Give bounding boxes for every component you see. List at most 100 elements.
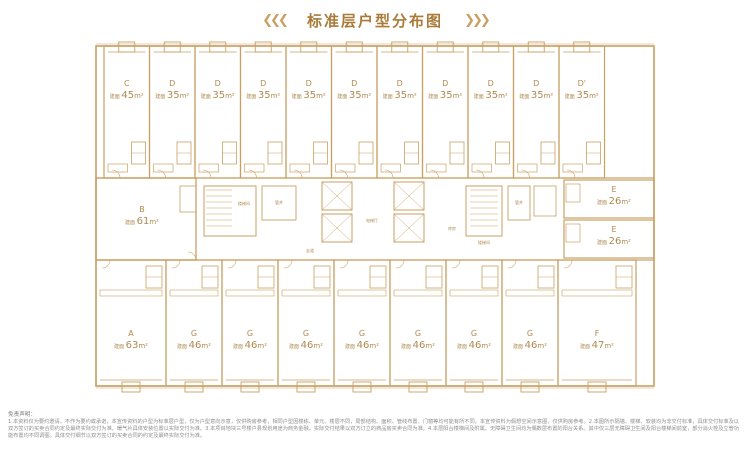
unit-top-6-door — [339, 169, 348, 179]
unit-bottom-9-area-label: 建面 47m² — [580, 340, 614, 351]
unit-top-5-balcony — [300, 41, 318, 53]
unit-bottom-2-door — [171, 259, 181, 269]
unit-top-9-balcony — [482, 41, 500, 53]
unit-top-8-door — [430, 169, 439, 179]
unit-bottom-6-wardrobe — [393, 289, 443, 297]
unit-top-6-area-label: 建面 35m² — [337, 90, 371, 101]
page-title: 标准层户型分布图 — [306, 12, 443, 30]
unit-top-1-wall — [103, 45, 151, 179]
unit-b-door — [187, 251, 197, 261]
unit-bottom-4-balcony — [296, 381, 316, 393]
unit-bottom-7-wardrobe — [449, 289, 499, 297]
unit-top-9-wall — [467, 45, 515, 179]
elevator-hall-label: 电梯厅 — [366, 217, 378, 223]
unit-top-11-counter — [562, 163, 583, 173]
unit-top-1-balcony — [118, 41, 136, 53]
unit-top-1-door — [111, 169, 121, 179]
unit-top-9-counter — [471, 163, 492, 173]
unit-bottom-3-type-label: G — [247, 329, 253, 338]
unit-top-6-counter — [335, 163, 356, 173]
unit-b-type-label: B — [139, 205, 145, 214]
disclaimer-title: 免责声明： — [8, 412, 36, 418]
unit-top-11-door — [566, 169, 576, 179]
elevator-4 — [393, 213, 425, 243]
unit-bottom-8-balcony — [520, 381, 540, 393]
unit-top-1-area-label: 建面 45m² — [110, 90, 144, 101]
unit-bottom-4-area-label: 建面 46m² — [289, 340, 323, 351]
unit-top-7-counter — [380, 163, 401, 173]
unit-top-5-door — [293, 169, 303, 179]
unit-top-3-area-label: 建面 35m² — [201, 90, 235, 101]
unit-top-4-type-label: D — [260, 79, 266, 88]
shaft-left — [261, 185, 297, 221]
unit-bottom-3-area-label: 建面 46m² — [233, 340, 267, 351]
elevator-2-x2 — [321, 213, 353, 243]
unit-bottom-4-type-label: G — [303, 329, 309, 338]
unit-top-1-counter — [107, 163, 128, 173]
unit-bottom-1-wardrobe — [99, 289, 163, 297]
header: ❮❮❮ 标准层户型分布图 ❯❯❯ — [0, 10, 750, 32]
storage-label: 库房 — [448, 225, 456, 231]
shaft-left-label: 管井 — [275, 199, 283, 205]
unit-top-5-area-label: 建面 35m² — [292, 90, 326, 101]
unit-bottom-8-type-label: G — [527, 329, 533, 338]
unit-top-10-balcony — [527, 41, 545, 53]
unit-bottom-2-type-label: G — [191, 329, 197, 338]
unit-top-4-balcony — [254, 41, 272, 53]
unit-e-1-area-label: 建面 26m² — [597, 196, 631, 207]
unit-top-9-area-label: 建面 35m² — [474, 90, 508, 101]
unit-bottom-7-wall — [445, 259, 503, 387]
unit-e-1-type-label: E — [611, 185, 616, 194]
unit-top-3-door — [202, 169, 212, 179]
unit-bottom-3-wall — [221, 259, 279, 387]
unit-bottom-9-balcony — [587, 381, 607, 393]
unit-top-2-area-label: 建面 35m² — [155, 90, 189, 101]
unit-bottom-7-type-label: G — [471, 329, 477, 338]
unit-bottom-3-balcony — [240, 381, 260, 393]
unit-bottom-8-wardrobe — [505, 289, 555, 297]
unit-top-10-door — [521, 169, 530, 179]
unit-top-8-wall — [421, 45, 469, 179]
unit-bottom-7-balcony — [464, 381, 484, 393]
unit-top-7-balcony — [391, 41, 409, 53]
unit-top-7-door — [384, 169, 394, 179]
unit-top-3-balcony — [209, 41, 227, 53]
unit-b-bathroom — [179, 185, 197, 213]
unit-top-2-balcony — [163, 41, 181, 53]
stair-right — [465, 185, 503, 237]
unit-e-1-wall — [563, 179, 655, 219]
unit-top-6-balcony — [345, 41, 363, 53]
unit-bottom-5-area-label: 建面 46m² — [345, 340, 379, 351]
unit-top-5-wall — [285, 45, 333, 179]
unit-bottom-6-door — [395, 259, 405, 269]
unit-top-11-wall — [558, 45, 606, 179]
unit-bottom-1-area-label: 建面 63m² — [114, 340, 148, 351]
unit-top-4-area-label: 建面 35m² — [246, 90, 280, 101]
unit-bottom-3-door — [227, 259, 237, 269]
unit-bottom-6-wall — [389, 259, 447, 387]
unit-e-1-bathroom — [565, 183, 581, 203]
unit-e-2-type-label: E — [611, 225, 616, 234]
unit-top-10-counter — [517, 163, 538, 173]
unit-top-10-type-label: D — [533, 79, 539, 88]
unit-bottom-6-area-label: 建面 46m² — [401, 340, 435, 351]
unit-top-10-wall — [512, 45, 560, 179]
unit-bottom-7-area-label: 建面 46m² — [457, 340, 491, 351]
unit-top-4-counter — [244, 163, 265, 173]
unit-top-7-wall — [376, 45, 424, 179]
unit-top-3-counter — [198, 163, 219, 173]
unit-bottom-3-wardrobe — [225, 289, 275, 297]
unit-top-2-counter — [153, 163, 174, 173]
shaft-right — [507, 185, 531, 221]
unit-bottom-8-area-label: 建面 46m² — [513, 340, 547, 351]
unit-b-area-label: 建面 61m² — [125, 216, 159, 227]
unit-bottom-9-type-label: F — [595, 329, 600, 338]
unit-bottom-2-balcony — [184, 381, 204, 393]
unit-bottom-6-balcony — [408, 381, 428, 393]
unit-bottom-8-door — [507, 259, 517, 269]
unit-bottom-1-type-label: A — [128, 329, 134, 338]
unit-bottom-6-type-label: G — [415, 329, 421, 338]
unit-bottom-8-wall — [501, 259, 559, 387]
unit-bottom-2-wall — [165, 259, 223, 387]
unit-top-8-type-label: D — [442, 79, 448, 88]
